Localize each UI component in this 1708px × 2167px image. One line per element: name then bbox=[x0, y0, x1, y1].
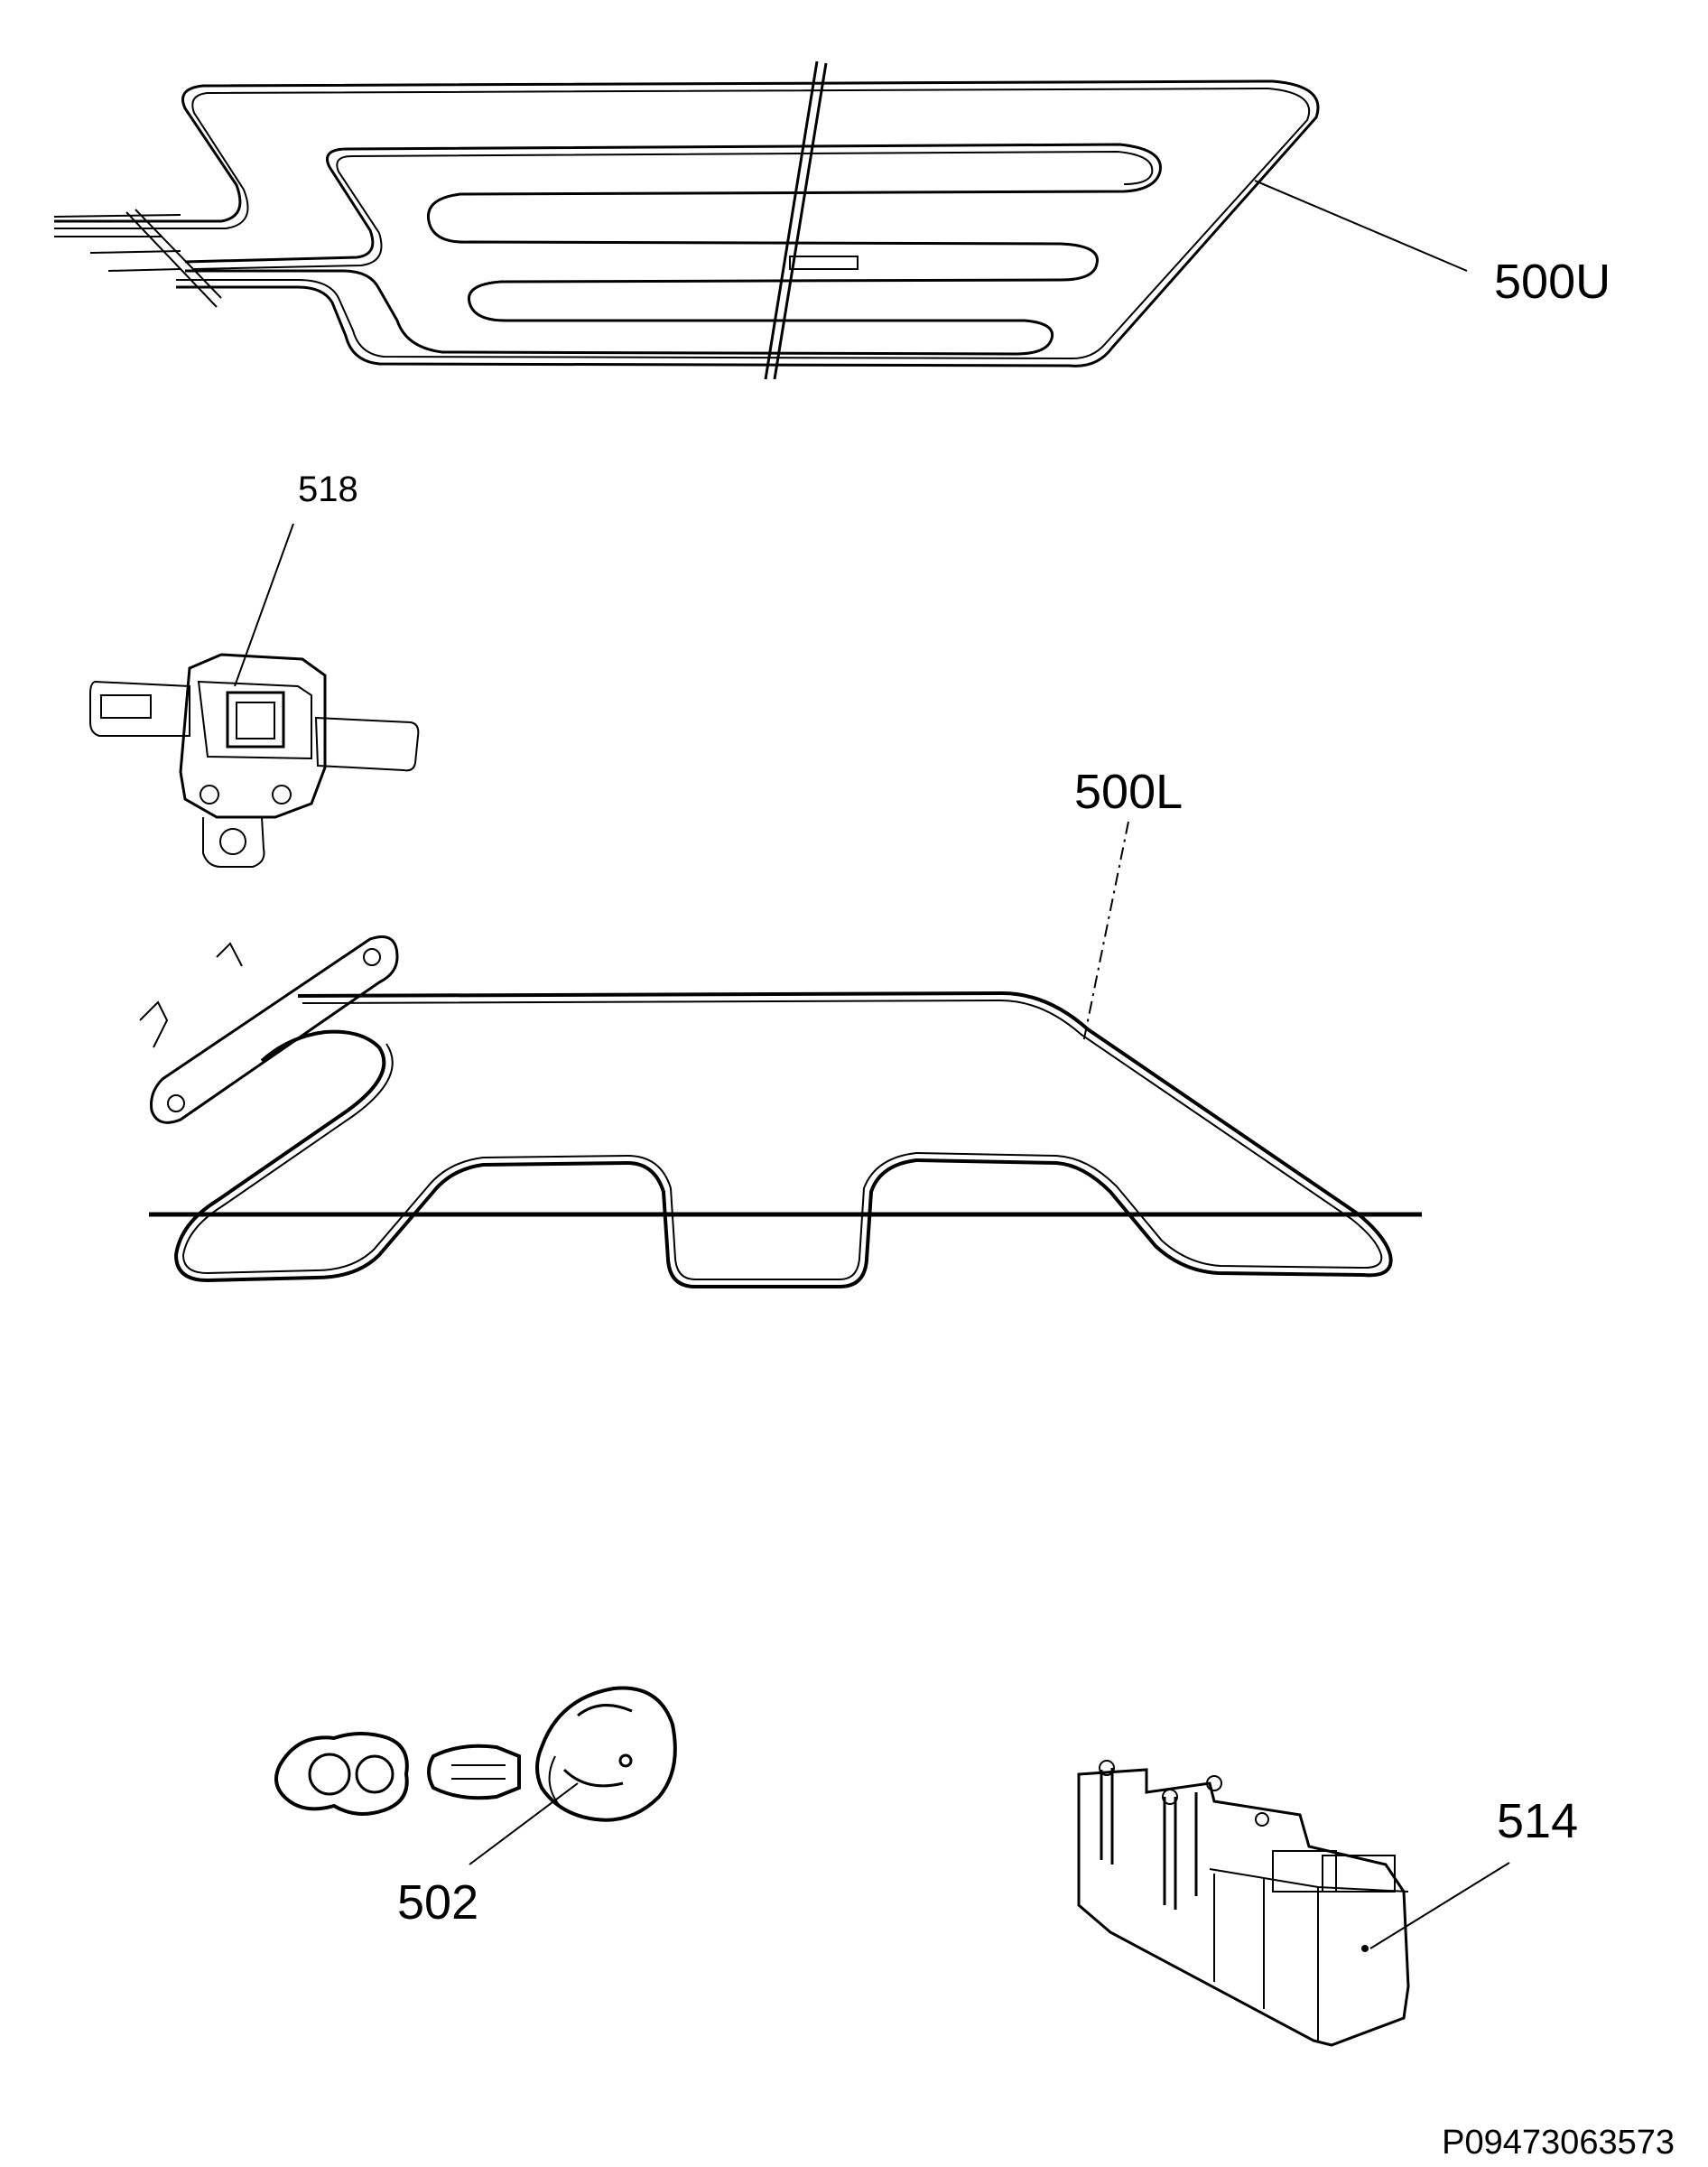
lamp-assembly bbox=[274, 1686, 677, 1865]
upper-heating-element bbox=[53, 60, 1468, 380]
lower-heating-element bbox=[139, 821, 1422, 1288]
terminal-block bbox=[1077, 1760, 1510, 2047]
callout-500U: 500U bbox=[1494, 255, 1611, 309]
document-id: P09473063573 bbox=[1442, 2124, 1675, 2162]
thermostat bbox=[89, 523, 420, 868]
callout-518: 518 bbox=[298, 470, 358, 509]
callout-502: 502 bbox=[397, 1875, 478, 1930]
callout-500L: 500L bbox=[1074, 765, 1183, 819]
callout-514: 514 bbox=[1497, 1794, 1578, 1848]
